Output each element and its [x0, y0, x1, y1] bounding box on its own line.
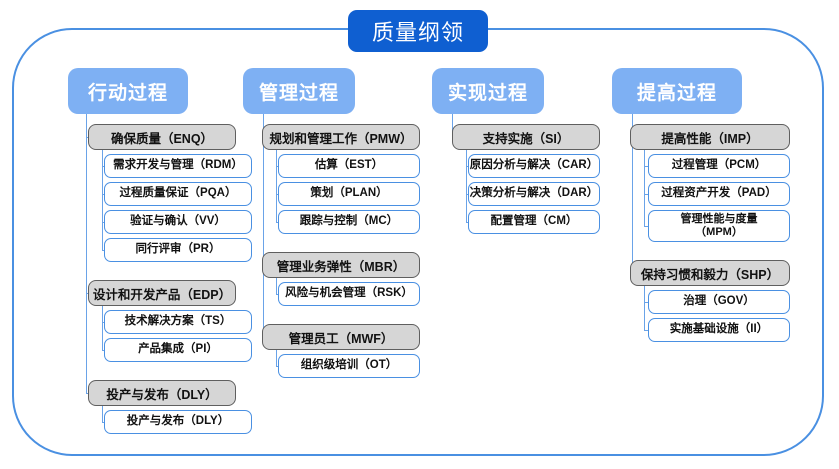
group-subtrunk-1-1: [102, 150, 103, 250]
leaf-box-1-2-1[interactable]: 技术解决方案（TS）: [104, 310, 252, 334]
group-box-3-1[interactable]: 支持实施（SI）: [452, 124, 600, 150]
leaf-connector-1-3-1: [102, 422, 104, 423]
leaf-box-1-1-4[interactable]: 同行评审（PR）: [104, 238, 252, 262]
group-subtrunk-4-1: [644, 150, 645, 226]
column-header-2: 管理过程: [243, 68, 355, 114]
group-subtrunk-2-2: [276, 278, 277, 294]
leaf-box-4-1-3[interactable]: 管理性能与度量（MPM）: [648, 210, 790, 242]
leaf-box-4-2-2[interactable]: 实施基础设施（II）: [648, 318, 790, 342]
leaf-box-4-2-1[interactable]: 治理（GOV）: [648, 290, 790, 314]
group-box-1-2[interactable]: 设计和开发产品（EDP）: [88, 280, 236, 306]
leaf-connector-4-1-3: [644, 226, 648, 227]
leaf-box-3-1-3[interactable]: 配置管理（CM）: [468, 210, 600, 234]
group-subtrunk-1-3: [102, 406, 103, 422]
group-subtrunk-1-2: [102, 306, 103, 350]
leaf-box-1-2-2[interactable]: 产品集成（PI）: [104, 338, 252, 362]
column-trunk-1: [86, 114, 87, 393]
group-box-2-1[interactable]: 规划和管理工作（PMW）: [262, 124, 420, 150]
leaf-connector-1-1-4: [102, 250, 104, 251]
leaf-connector-1-1-2: [102, 194, 104, 195]
leaf-connector-1-1-3: [102, 222, 104, 223]
diagram-title: 质量纲领: [348, 10, 488, 52]
leaf-box-2-2-1[interactable]: 风险与机会管理（RSK）: [278, 282, 420, 306]
column-header-1: 行动过程: [68, 68, 188, 114]
group-box-1-1[interactable]: 确保质量（ENQ）: [88, 124, 236, 150]
leaf-connector-1-1-1: [102, 166, 104, 167]
column-trunk-4: [632, 114, 633, 273]
leaf-box-1-1-1[interactable]: 需求开发与管理（RDM）: [104, 154, 252, 178]
column-trunk-2: [263, 114, 264, 337]
leaf-connector-3-1-3: [466, 222, 468, 223]
leaf-box-3-1-1[interactable]: 原因分析与解决（CAR）: [468, 154, 600, 178]
group-connector-1-3: [86, 393, 88, 394]
leaf-connector-2-1-3: [276, 222, 278, 223]
leaf-connector-2-2-1: [276, 294, 278, 295]
leaf-connector-1-2-1: [102, 322, 104, 323]
leaf-box-2-1-1[interactable]: 估算（EST）: [278, 154, 420, 178]
leaf-connector-2-1-1: [276, 166, 278, 167]
group-connector-1-1: [86, 137, 88, 138]
leaf-connector-4-1-1: [644, 166, 648, 167]
group-subtrunk-4-2: [644, 286, 645, 330]
leaf-box-4-1-1[interactable]: 过程管理（PCM）: [648, 154, 790, 178]
leaf-connector-4-2-2: [644, 330, 648, 331]
group-subtrunk-3-1: [466, 150, 467, 222]
group-box-1-3[interactable]: 投产与发布（DLY）: [88, 380, 236, 406]
group-box-4-1[interactable]: 提高性能（IMP）: [630, 124, 790, 150]
leaf-connector-3-1-2: [466, 194, 468, 195]
leaf-connector-4-1-2: [644, 194, 648, 195]
leaf-box-4-1-2[interactable]: 过程资产开发（PAD）: [648, 182, 790, 206]
leaf-box-1-1-3[interactable]: 验证与确认（VV）: [104, 210, 252, 234]
leaf-connector-2-1-2: [276, 194, 278, 195]
column-header-3: 实现过程: [432, 68, 544, 114]
leaf-box-2-1-3[interactable]: 跟踪与控制（MC）: [278, 210, 420, 234]
group-subtrunk-2-1: [276, 150, 277, 222]
leaf-box-1-1-2[interactable]: 过程质量保证（PQA）: [104, 182, 252, 206]
leaf-box-3-1-2[interactable]: 决策分析与解决（DAR）: [468, 182, 600, 206]
column-header-4: 提高过程: [612, 68, 742, 114]
group-box-2-3[interactable]: 管理员工（MWF）: [262, 324, 420, 350]
leaf-box-2-1-2[interactable]: 策划（PLAN）: [278, 182, 420, 206]
leaf-connector-1-2-2: [102, 350, 104, 351]
group-box-2-2[interactable]: 管理业务弹性（MBR）: [262, 252, 420, 278]
leaf-box-2-3-1[interactable]: 组织级培训（OT）: [278, 354, 420, 378]
leaf-connector-2-3-1: [276, 366, 278, 367]
leaf-connector-4-2-1: [644, 302, 648, 303]
group-subtrunk-2-3: [276, 350, 277, 366]
group-connector-1-2: [86, 293, 88, 294]
column-trunk-3: [452, 114, 453, 137]
group-box-4-2[interactable]: 保持习惯和毅力（SHP）: [630, 260, 790, 286]
leaf-box-1-3-1[interactable]: 投产与发布（DLY）: [104, 410, 252, 434]
leaf-connector-3-1-1: [466, 166, 468, 167]
